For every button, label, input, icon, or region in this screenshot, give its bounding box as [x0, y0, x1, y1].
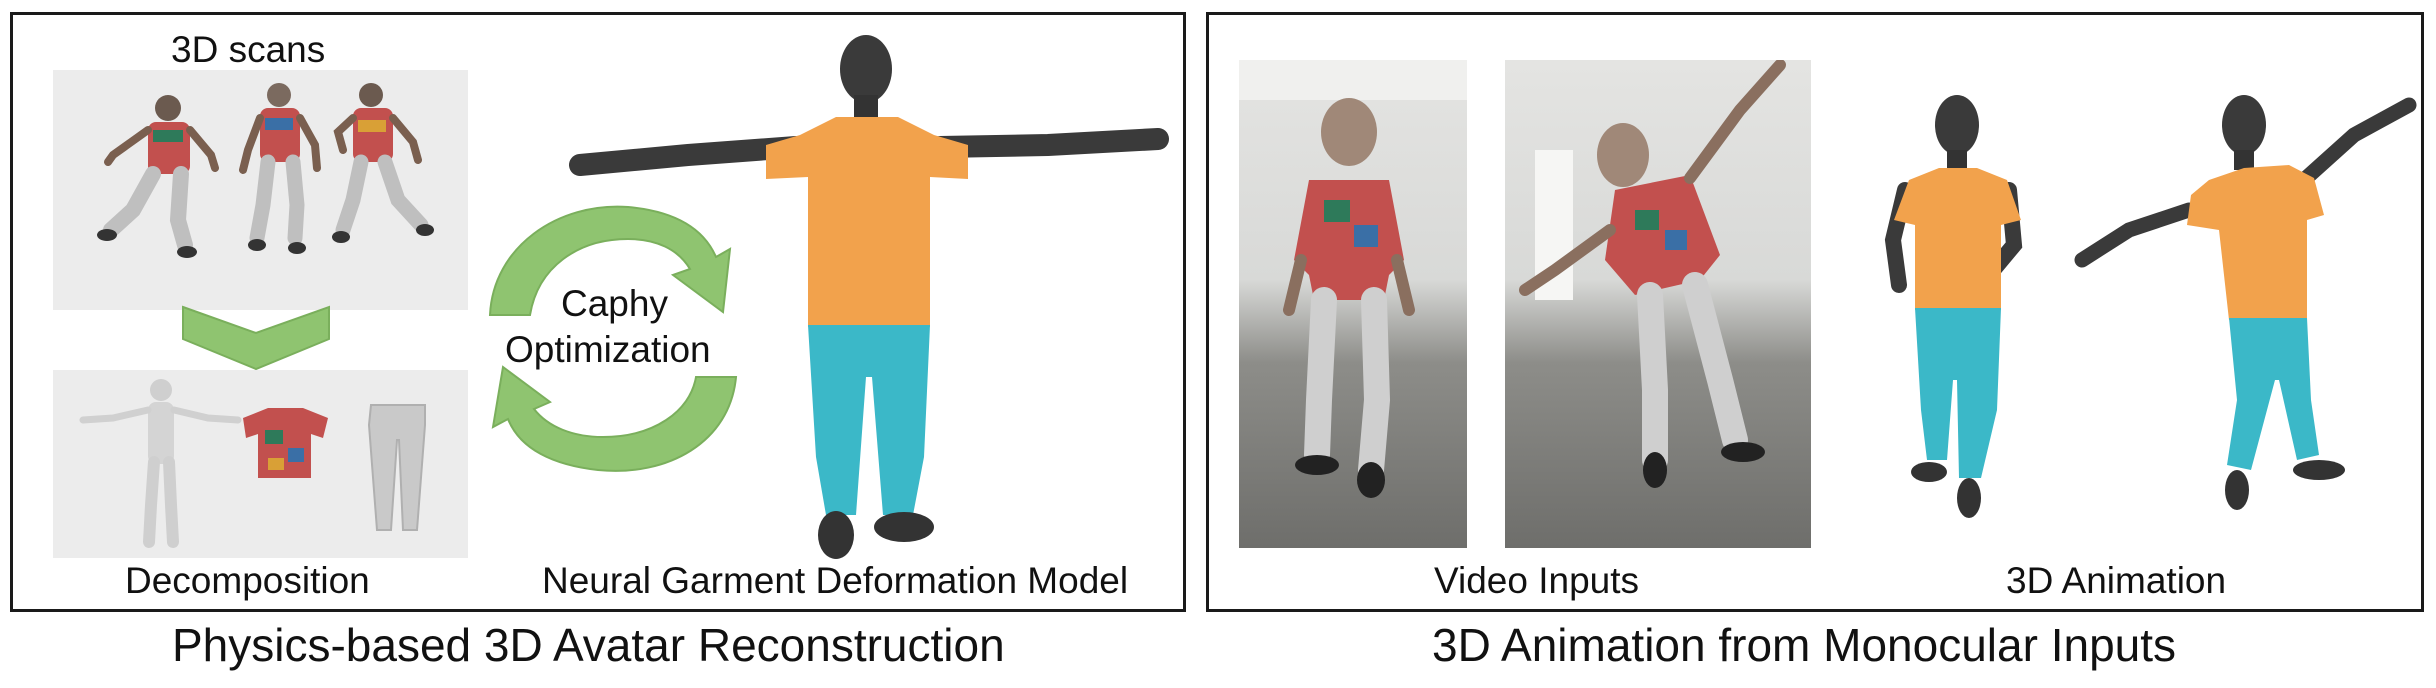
chevron-down-icon: [182, 305, 330, 371]
model-label: Neural Garment Deformation Model: [542, 560, 1129, 601]
video-frame-1: [1239, 60, 1467, 548]
video-frame-2: [1505, 60, 1811, 548]
avatar-tpose: [569, 35, 1169, 559]
cycle-arrows-icon: [488, 205, 738, 472]
body-mannequin: [79, 379, 242, 548]
scan-figure-3: [332, 83, 434, 243]
scans-label: 3D scans: [171, 29, 326, 70]
decomposition-image: [53, 370, 468, 558]
right-panel: Video Inputs 3D Animation: [1206, 12, 2424, 612]
video-label: Video Inputs: [1434, 560, 1640, 601]
scan-figure-1: [97, 95, 219, 258]
decomposition-parts: [79, 379, 426, 548]
decomposition-label: Decomposition: [125, 560, 370, 601]
animated-avatar-1: [1884, 95, 2023, 518]
video-person-2: [1519, 60, 1786, 488]
left-panel: 3D scans: [10, 12, 1186, 612]
left-caption: Physics-based 3D Avatar Reconstruction: [172, 619, 1005, 671]
optimization-label-line2: Optimization: [505, 329, 711, 370]
animated-avatar-2: [2074, 95, 2417, 510]
scans-image: [53, 70, 468, 310]
animation-label: 3D Animation: [2006, 560, 2227, 601]
scan-figure-2: [239, 83, 321, 254]
optimization-label-line1: Caphy: [561, 283, 668, 324]
pants-piece: [367, 404, 426, 531]
scanned-figures: [97, 83, 434, 258]
video-person-1: [1239, 60, 1467, 498]
right-caption: 3D Animation from Monocular Inputs: [1432, 619, 2177, 671]
shirt-piece: [243, 408, 328, 478]
